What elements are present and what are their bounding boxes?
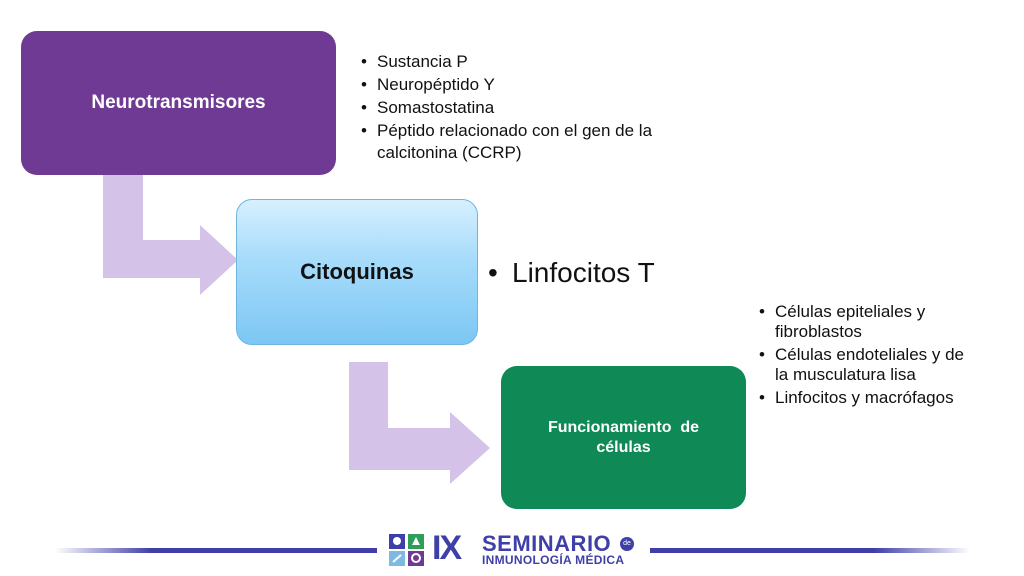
logo-de-badge: de: [620, 537, 634, 551]
neurotransmisores-list: Sustancia P Neuropéptido Y Somastostatin…: [361, 51, 681, 165]
list-item: Linfocitos y macrófagos: [759, 388, 974, 408]
logo-roman-numeral: IX: [432, 529, 462, 567]
list-item: Péptido relacionado con el gen de la cal…: [361, 120, 681, 164]
logo-subtitle: INMUNOLOGÍA MÉDICA: [482, 553, 625, 567]
step-funcionamiento-title: Funcionamiento de células: [547, 418, 704, 456]
seminario-logo: IX SEMINARIO de INMUNOLOGÍA MÉDICA: [388, 529, 648, 569]
footer-divider-right: [650, 548, 970, 553]
seminario-emblem-icon: [389, 534, 424, 566]
list-item: Linfocitos T: [488, 254, 728, 292]
step-citoquinas-title: Citoquinas: [300, 259, 414, 284]
list-item: Células epiteliales y fibroblastos: [759, 302, 974, 342]
footer-divider-left: [55, 548, 377, 553]
list-item: Somastostatina: [361, 97, 681, 119]
logo-title: SEMINARIO: [482, 531, 612, 556]
list-item: Neuropéptido Y: [361, 74, 681, 96]
citoquinas-list: Linfocitos T: [488, 254, 728, 292]
arrow-step1-to-step2: [103, 175, 238, 295]
step-funcionamiento-box: Funcionamiento de células: [501, 366, 746, 509]
step-neurotransmisores-box: Neurotransmisores: [21, 31, 336, 175]
funcionamiento-list: Células epiteliales y fibroblastos Célul…: [759, 302, 974, 411]
arrow-step2-to-step3: [349, 362, 490, 484]
list-item: Células endoteliales y de la musculatura…: [759, 345, 974, 385]
step-citoquinas-box: Citoquinas: [236, 199, 478, 345]
list-item: Sustancia P: [361, 51, 681, 73]
step-neurotransmisores-title: Neurotransmisores: [91, 92, 266, 113]
